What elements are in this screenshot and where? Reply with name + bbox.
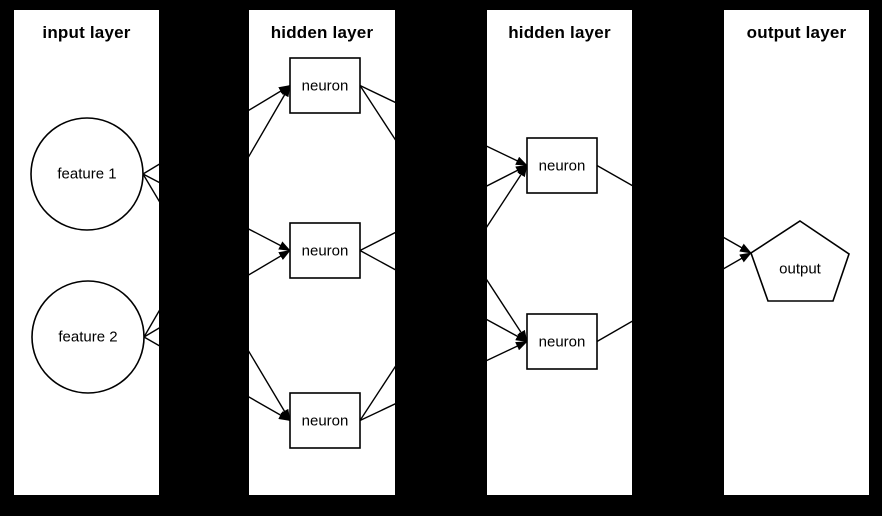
edge-layer bbox=[142, 84, 752, 422]
feature-2-label: feature 2 bbox=[58, 328, 118, 346]
hidden1-neuron-3-label: neuron bbox=[301, 412, 349, 429]
panel-input-layer: input layer bbox=[14, 10, 159, 495]
hidden1-neuron-2-label: neuron bbox=[301, 242, 349, 259]
hidden2-neuron-2-label: neuron bbox=[538, 333, 586, 350]
output-layer-title: output layer bbox=[746, 23, 847, 42]
hidden-layer-2-title: hidden layer bbox=[508, 23, 611, 42]
feature-1-label: feature 1 bbox=[57, 165, 117, 183]
panel-hidden-layer-2: hidden layer bbox=[487, 10, 632, 495]
panel-output-layer: output layer bbox=[724, 10, 869, 495]
input-layer-title: input layer bbox=[42, 23, 131, 42]
output-label: output bbox=[779, 260, 821, 278]
hidden2-neuron-1-label: neuron bbox=[538, 157, 586, 174]
hidden-layer-1-title: hidden layer bbox=[270, 23, 374, 42]
hidden1-neuron-1-label: neuron bbox=[301, 77, 349, 94]
